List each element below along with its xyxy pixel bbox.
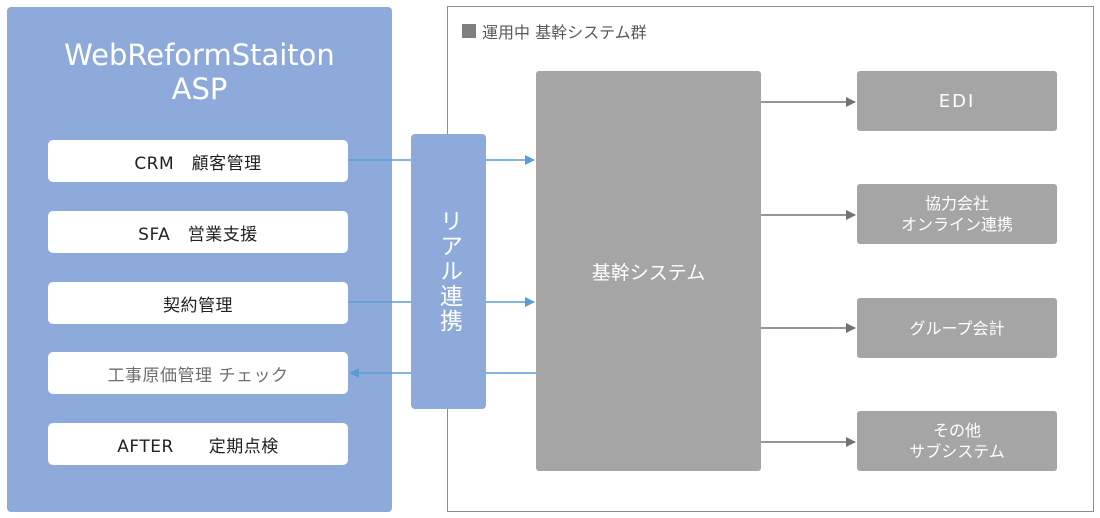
link-bar [411, 134, 486, 409]
module-cost-check: 工事原価管理 チェック [48, 352, 348, 394]
asp-title-line1: WebReformStaiton [64, 38, 335, 72]
target-partner-online: 協力会社 オンライン連携 [857, 184, 1057, 244]
group-label: 運用中 基幹システム群 [462, 21, 647, 42]
core-system-label: 基幹システム [591, 261, 706, 284]
target-other-line1: その他 [932, 421, 981, 440]
link-label: リアル連携 [435, 209, 462, 334]
target-other-line2: サブシステム [909, 442, 1005, 461]
module-crm: CRM 顧客管理 [48, 140, 348, 182]
target-partner-line2: オンライン連携 [900, 215, 1013, 234]
target-group-accounting: グループ会計 [857, 298, 1057, 358]
module-after: AFTER 定期点検 [48, 423, 348, 465]
module-sfa: SFA 営業支援 [48, 211, 348, 253]
square-icon [462, 24, 476, 38]
target-edi: EDI [857, 71, 1057, 131]
target-accounting-label: グループ会計 [909, 318, 1005, 338]
group-label-text: 運用中 基幹システム群 [482, 23, 647, 42]
module-contract: 契約管理 [48, 282, 348, 324]
target-partner-line1: 協力会社 [924, 194, 989, 213]
core-system-box: 基幹システム [536, 71, 761, 471]
target-edi-label: EDI [938, 90, 976, 112]
asp-title: WebReformStaiton ASP [7, 38, 392, 106]
asp-title-line2: ASP [171, 72, 228, 106]
target-other-subsystems: その他 サブシステム [857, 411, 1057, 471]
